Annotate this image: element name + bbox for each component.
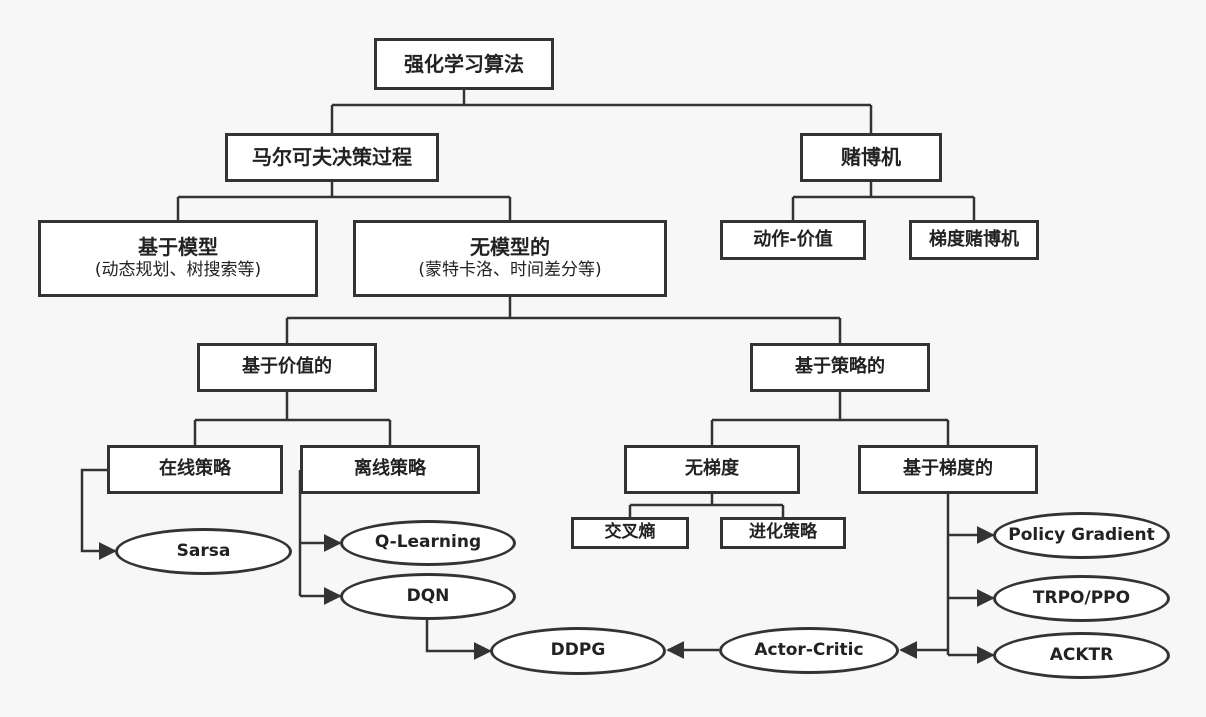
node-policy-gradient: Policy Gradient — [993, 512, 1170, 559]
node-acktr-label: ACKTR — [1049, 644, 1114, 665]
arrow-to-sarsa — [80, 468, 117, 560]
node-policy-based-label: 基于策略的 — [795, 356, 885, 378]
node-bandit-label: 赌博机 — [841, 145, 901, 169]
node-policy-gradient-label: Policy Gradient — [1008, 524, 1155, 545]
node-gradient-bandit-label: 梯度赌博机 — [929, 228, 1019, 250]
node-dqn-label: DQN — [406, 585, 450, 606]
node-actor-critic: Actor-Critic — [719, 627, 899, 674]
arrow-dqn-to-ddpg — [425, 620, 492, 660]
node-bandit: 赌博机 — [800, 133, 942, 182]
node-off-policy-label: 离线策略 — [354, 458, 426, 480]
node-cross-entropy-label: 交叉熵 — [604, 522, 656, 543]
node-on-policy-label: 在线策略 — [159, 458, 231, 480]
node-root-label: 强化学习算法 — [404, 51, 524, 76]
node-model-free-sub: (蒙特卡洛、时间差分等) — [418, 260, 602, 281]
node-dqn: DQN — [340, 573, 516, 620]
node-mdp: 马尔可夫决策过程 — [225, 133, 439, 182]
node-off-policy: 离线策略 — [300, 445, 480, 494]
node-on-policy: 在线策略 — [107, 445, 283, 494]
node-evolution-label: 进化策略 — [749, 522, 817, 543]
node-model-free: 无模型的 (蒙特卡洛、时间差分等) — [353, 220, 667, 297]
node-ddpg-label: DDPG — [550, 640, 606, 661]
node-policy-based: 基于策略的 — [750, 343, 930, 392]
node-action-value-label: 动作-价值 — [753, 228, 833, 250]
node-gradient-based-label: 基于梯度的 — [903, 458, 993, 480]
node-q-learning-label: Q-Learning — [374, 532, 482, 553]
node-trpo-ppo: TRPO/PPO — [993, 575, 1170, 622]
node-model-based-title: 基于模型 — [138, 235, 218, 260]
node-model-free-title: 无模型的 — [470, 235, 550, 260]
node-mdp-label: 马尔可夫决策过程 — [252, 145, 412, 169]
node-model-based-sub: (动态规划、树搜索等) — [94, 260, 262, 281]
node-root: 强化学习算法 — [374, 38, 554, 90]
node-sarsa-label: Sarsa — [176, 540, 231, 561]
node-ddpg: DDPG — [490, 627, 666, 675]
node-cross-entropy: 交叉熵 — [571, 517, 689, 549]
node-gradient-free: 无梯度 — [624, 445, 800, 494]
node-gradient-bandit: 梯度赌博机 — [909, 220, 1039, 260]
node-gradient-based: 基于梯度的 — [858, 445, 1038, 494]
node-trpo-ppo-label: TRPO/PPO — [1032, 587, 1131, 608]
node-actor-critic-label: Actor-Critic — [754, 639, 864, 660]
node-value-based-label: 基于价值的 — [242, 356, 332, 378]
node-evolution: 进化策略 — [720, 517, 846, 549]
node-gradient-free-label: 无梯度 — [685, 458, 739, 480]
node-acktr: ACKTR — [993, 632, 1170, 679]
node-action-value: 动作-价值 — [720, 220, 866, 260]
node-q-learning: Q-Learning — [340, 520, 516, 566]
node-sarsa: Sarsa — [115, 528, 292, 575]
node-value-based: 基于价值的 — [197, 343, 377, 392]
node-model-based: 基于模型 (动态规划、树搜索等) — [38, 220, 318, 297]
